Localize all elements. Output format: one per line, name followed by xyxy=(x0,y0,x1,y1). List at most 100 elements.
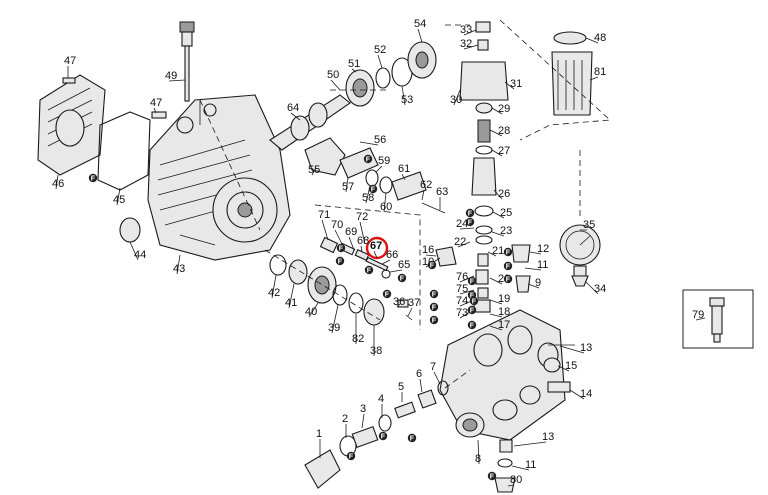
callout-label-7[interactable]: 7 xyxy=(430,361,436,373)
callout-label-62[interactable]: 62 xyxy=(420,179,432,191)
callout-label-75[interactable]: 75 xyxy=(456,283,468,295)
callout-label-11b[interactable]: 11 xyxy=(525,459,536,471)
seal-41 xyxy=(288,259,308,285)
part-15 xyxy=(543,357,561,373)
callout-label-43[interactable]: 43 xyxy=(173,263,185,275)
leader-39 xyxy=(331,304,339,334)
callout-label-32[interactable]: 32 xyxy=(460,38,472,50)
callout-label-19[interactable]: 19 xyxy=(498,293,510,305)
callout-label-15[interactable]: 15 xyxy=(565,360,577,372)
callout-label-11[interactable]: 11 xyxy=(537,259,548,271)
callout-label-26[interactable]: 26 xyxy=(498,188,510,200)
leader-16 xyxy=(425,254,437,257)
callout-label-9[interactable]: 9 xyxy=(535,277,541,289)
callout-label-53[interactable]: 53 xyxy=(401,94,413,106)
callout-label-82[interactable]: 82 xyxy=(352,333,364,345)
callout-label-59[interactable]: 59 xyxy=(378,155,390,167)
callout-label-60[interactable]: 60 xyxy=(380,201,392,213)
callout-label-25[interactable]: 25 xyxy=(500,207,512,219)
callout-label-49[interactable]: 49 xyxy=(165,70,177,82)
callout-label-47[interactable]: 47 xyxy=(64,55,76,67)
callout-label-23[interactable]: 23 xyxy=(500,225,512,237)
leader-14 xyxy=(569,389,585,400)
leader-20 xyxy=(489,277,503,285)
callout-label-17[interactable]: 17 xyxy=(498,319,510,331)
oring-82 xyxy=(348,292,364,314)
callout-label-70[interactable]: 70 xyxy=(331,219,343,231)
callout-label-65[interactable]: 65 xyxy=(398,259,410,271)
callout-label-54[interactable]: 54 xyxy=(414,18,426,30)
callout-label-67[interactable]: 67 xyxy=(370,240,382,252)
callout-label-40[interactable]: 40 xyxy=(305,306,317,318)
callout-label-27[interactable]: 27 xyxy=(498,145,510,157)
f-badge: F xyxy=(487,471,497,481)
leader-42 xyxy=(271,274,277,299)
callout-label-68[interactable]: 68 xyxy=(357,235,369,247)
leader-32 xyxy=(463,44,479,50)
callout-label-61[interactable]: 61 xyxy=(398,163,410,175)
leader-53 xyxy=(401,85,406,106)
callout-label-13[interactable]: 13 xyxy=(580,342,592,354)
callout-label-33[interactable]: 33 xyxy=(460,24,472,36)
callout-label-31[interactable]: 31 xyxy=(510,78,522,90)
callout-label-46[interactable]: 46 xyxy=(52,178,64,190)
callout-label-16[interactable]: 16 xyxy=(422,244,434,256)
leader-64 xyxy=(290,112,301,121)
callout-label-73[interactable]: 73 xyxy=(456,307,468,319)
callout-label-81[interactable]: 81 xyxy=(594,66,606,78)
callout-label-66[interactable]: 66 xyxy=(386,249,398,261)
callout-label-79[interactable]: 79 xyxy=(692,309,704,321)
callout-label-47b[interactable]: 47 xyxy=(150,97,162,109)
callout-label-38[interactable]: 38 xyxy=(370,345,382,357)
callout-label-37[interactable]: 37 xyxy=(408,297,420,309)
callout-label-69[interactable]: 69 xyxy=(345,226,357,238)
callout-label-12[interactable]: 12 xyxy=(537,243,549,255)
callout-label-55[interactable]: 55 xyxy=(308,164,320,176)
callout-label-29[interactable]: 29 xyxy=(498,103,510,115)
callout-label-5[interactable]: 5 xyxy=(398,381,404,393)
callout-label-4[interactable]: 4 xyxy=(378,393,384,405)
callout-label-18[interactable]: 18 xyxy=(498,306,510,318)
callout-label-41[interactable]: 41 xyxy=(285,297,297,309)
callout-label-24[interactable]: 24 xyxy=(456,218,468,230)
leader-60 xyxy=(383,192,387,213)
callout-label-8[interactable]: 8 xyxy=(475,453,481,465)
leader-51 xyxy=(351,68,357,73)
callout-label-1[interactable]: 1 xyxy=(316,428,322,440)
svg-text:F: F xyxy=(470,293,475,300)
callout-label-56[interactable]: 56 xyxy=(374,134,386,146)
callout-label-44[interactable]: 44 xyxy=(134,249,146,261)
callout-label-80[interactable]: 80 xyxy=(510,474,522,486)
callout-label-76[interactable]: 76 xyxy=(456,271,468,283)
callout-label-39[interactable]: 39 xyxy=(328,322,340,334)
callout-label-71[interactable]: 71 xyxy=(318,209,330,221)
callout-label-3[interactable]: 3 xyxy=(360,403,366,415)
callout-label-48[interactable]: 48 xyxy=(594,32,606,44)
callout-label-74[interactable]: 74 xyxy=(456,295,468,307)
leader-48 xyxy=(585,37,599,44)
callout-label-34[interactable]: 34 xyxy=(594,283,606,295)
callout-label-36[interactable]: 36 xyxy=(393,296,405,308)
callout-label-21[interactable]: 21 xyxy=(492,245,504,257)
callout-label-2[interactable]: 2 xyxy=(342,413,348,425)
svg-text:F: F xyxy=(470,308,475,315)
callout-label-22[interactable]: 22 xyxy=(454,236,466,248)
callout-label-51[interactable]: 51 xyxy=(348,58,360,70)
callout-label-42[interactable]: 42 xyxy=(268,287,280,299)
callout-label-58[interactable]: 58 xyxy=(362,192,374,204)
f-badge: F xyxy=(427,260,437,270)
callout-label-50[interactable]: 50 xyxy=(327,69,339,81)
callout-label-72[interactable]: 72 xyxy=(356,211,368,223)
callout-label-6[interactable]: 6 xyxy=(416,368,422,380)
callout-label-57[interactable]: 57 xyxy=(342,181,354,193)
callout-label-45[interactable]: 45 xyxy=(113,194,125,206)
callout-label-14[interactable]: 14 xyxy=(580,388,592,400)
callout-label-28[interactable]: 28 xyxy=(498,125,510,137)
guide-dipstick xyxy=(199,99,261,231)
callout-label-64[interactable]: 64 xyxy=(287,102,299,114)
callout-label-30[interactable]: 30 xyxy=(450,94,462,106)
callout-label-52[interactable]: 52 xyxy=(374,44,386,56)
callout-label-35[interactable]: 35 xyxy=(583,219,595,231)
callout-label-13b[interactable]: 13 xyxy=(542,431,554,443)
callout-label-63[interactable]: 63 xyxy=(436,186,448,198)
